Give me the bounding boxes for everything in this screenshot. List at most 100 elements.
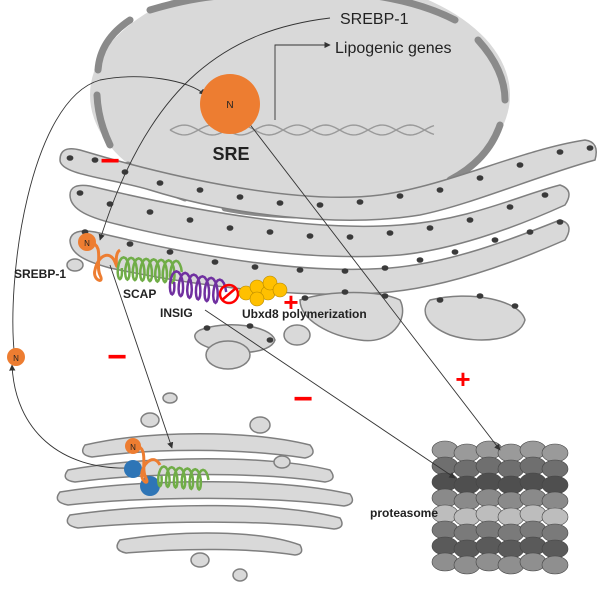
proteasome-subunit xyxy=(453,459,481,479)
proteasome-subunit xyxy=(475,472,503,492)
proteasome-subunit xyxy=(497,539,525,559)
ribosome xyxy=(451,249,459,255)
ribosome xyxy=(66,155,74,161)
ribosome xyxy=(506,204,514,210)
er-membrane-complex: N xyxy=(78,233,288,307)
proteasome-subunit xyxy=(453,555,481,575)
proteasome-subunit xyxy=(475,552,503,572)
ribosome xyxy=(491,237,499,243)
ribosome xyxy=(386,230,394,236)
srebp-n-cytosol: N xyxy=(7,348,25,366)
proteasome-subunit xyxy=(431,520,459,540)
ribosome xyxy=(186,217,194,223)
ribosome xyxy=(541,192,549,198)
pathway-arrows xyxy=(9,17,501,479)
plus-sign-ubxd8: + xyxy=(283,287,298,317)
arrow-er-to-golgi xyxy=(109,264,174,449)
ribosome xyxy=(306,233,314,239)
ribosome xyxy=(586,145,594,151)
proteasome-subunit xyxy=(497,555,525,575)
ribosome xyxy=(276,200,284,206)
srebp-n-golgi xyxy=(125,438,141,454)
proteasome-subunit xyxy=(541,459,569,479)
proteasome-subunit xyxy=(519,488,547,508)
ribosome xyxy=(381,265,389,271)
n-marker-cytosol-label: N xyxy=(13,354,19,363)
arrow-insig-to-proteasome xyxy=(204,309,456,479)
arrow-golgi-to-n xyxy=(9,364,131,469)
plus-sign-proteasome: + xyxy=(455,364,470,394)
ribosome xyxy=(146,209,154,215)
proteasome-subunit xyxy=(497,491,525,511)
proteasome-subunit xyxy=(541,491,569,511)
endoplasmic-reticulum xyxy=(59,139,597,370)
proteasome-subunit xyxy=(541,475,569,495)
proteasome-label: proteasome xyxy=(370,506,438,520)
scap-golgi xyxy=(156,465,210,492)
proteasome xyxy=(431,440,569,575)
proteasome-subunit xyxy=(453,443,481,463)
ribosome xyxy=(526,229,534,235)
ribosome xyxy=(476,293,484,299)
ribosome xyxy=(126,241,134,247)
proteasome-subunit xyxy=(453,523,481,543)
ribosome xyxy=(511,303,519,309)
ribosome xyxy=(416,257,424,263)
insig-label: INSIG xyxy=(160,306,193,320)
ribosome xyxy=(436,297,444,303)
proteasome-subunit xyxy=(497,443,525,463)
ribosome xyxy=(166,249,174,255)
ribosome xyxy=(341,268,349,274)
proteasome-subunit xyxy=(453,507,481,527)
sre-label: SRE xyxy=(212,144,249,164)
proteasome-subunit xyxy=(431,472,459,492)
ribosome xyxy=(356,199,364,205)
minus-sign-degradation: − xyxy=(293,380,313,418)
ribosome xyxy=(476,175,484,181)
proteasome-subunit xyxy=(497,475,525,495)
proteasome-subunit xyxy=(519,536,547,556)
proteasome-subunit xyxy=(541,507,569,527)
ribosome xyxy=(301,295,309,301)
labels: SREBP-1 Lipogenic genes SRE SREBP-1 SCAP… xyxy=(14,11,452,520)
ribosome xyxy=(296,267,304,273)
srebp1-protein xyxy=(89,240,122,282)
srebp1-label: SREBP-1 xyxy=(14,267,66,281)
proteasome-subunit xyxy=(541,539,569,559)
proteasome-subunit xyxy=(519,520,547,540)
ribosome xyxy=(76,190,84,196)
proteasome-subunit xyxy=(519,456,547,476)
ribosome xyxy=(466,217,474,223)
lipogenic-genes-label: Lipogenic genes xyxy=(335,40,452,57)
ribosome xyxy=(516,162,524,168)
ribosome xyxy=(266,229,274,235)
srebp-n-er xyxy=(78,233,96,251)
proteasome-subunit xyxy=(475,520,503,540)
proteasome-subunit xyxy=(475,488,503,508)
arrow-n-to-nucleus xyxy=(12,76,206,361)
ribosome xyxy=(396,193,404,199)
proteasome-subunit xyxy=(475,440,503,460)
ribosome xyxy=(266,337,274,343)
regulation-signs: − − − + + xyxy=(100,142,471,418)
proteasome-subunit xyxy=(519,504,547,524)
n-marker-label: N xyxy=(226,100,233,111)
srebp-gene-label: SREBP-1 xyxy=(340,11,409,28)
proteasome-subunit xyxy=(475,504,503,524)
proteasome-subunit xyxy=(453,475,481,495)
scap-label: SCAP xyxy=(123,287,156,301)
proteasome-subunit xyxy=(541,555,569,575)
proteasome-subunit xyxy=(431,552,459,572)
ribosome xyxy=(346,234,354,240)
proteasome-subunit xyxy=(519,440,547,460)
proteasome-subunit xyxy=(431,536,459,556)
ubxd8-polymer xyxy=(238,275,288,307)
ribosome xyxy=(341,289,349,295)
proteasome-subunit xyxy=(541,523,569,543)
proteasome-subunit xyxy=(453,491,481,511)
inhibition-symbol xyxy=(218,283,240,305)
proteasome-subunit xyxy=(431,456,459,476)
arrow-srebp-to-er xyxy=(98,17,331,241)
proteasome-subunit xyxy=(431,488,459,508)
ribosome xyxy=(381,293,389,299)
